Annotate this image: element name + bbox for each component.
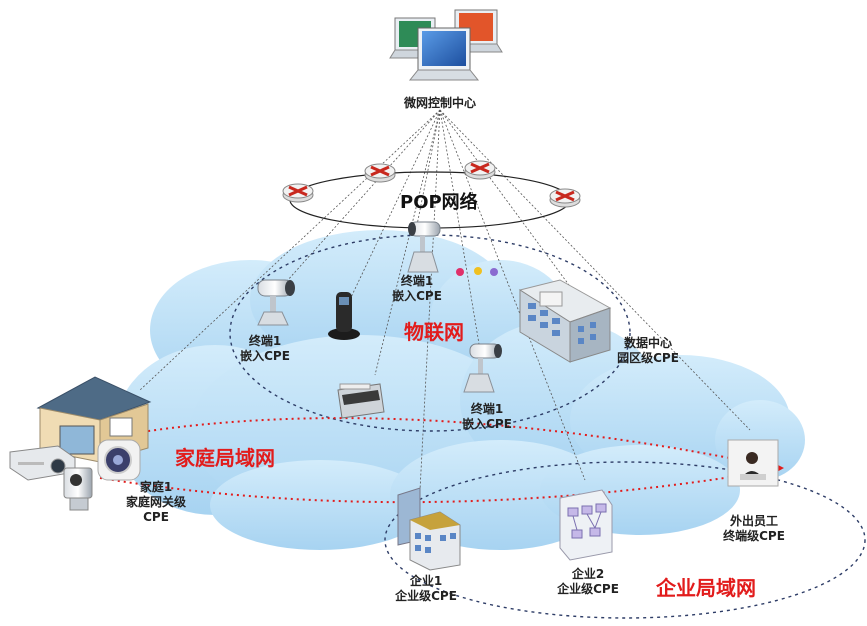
control-center-label: 微网控制中心 xyxy=(403,96,476,110)
router-icon-1 xyxy=(282,183,314,203)
router-icon-2 xyxy=(364,163,396,183)
enterprise2-network-icon xyxy=(559,489,613,561)
camera-icon-left xyxy=(257,279,295,326)
computer-monitor-icon xyxy=(389,9,503,81)
terminal-top-label: 终端1 嵌入CPE xyxy=(392,274,442,303)
cloud xyxy=(115,230,805,550)
printer-icon xyxy=(337,383,385,419)
enterprise2-label: 企业2 企业级CPE xyxy=(557,567,619,596)
iot-network-label: 物联网 xyxy=(404,320,464,344)
camera-icon-top xyxy=(407,221,441,273)
enterprise1-building-icon xyxy=(397,487,461,571)
control-links xyxy=(139,109,751,491)
datacenter-building-icon xyxy=(518,279,612,363)
home-label: 家庭1 家庭网关级 CPE xyxy=(125,480,186,524)
remote-staff-label: 外出员工 终端级CPE xyxy=(723,514,785,543)
home-lan-label: 家庭局域网 xyxy=(175,446,275,470)
remote-staff-icon xyxy=(727,439,779,487)
router-icon-4 xyxy=(549,188,581,208)
webcam-icon xyxy=(97,439,141,481)
camera-icon-right xyxy=(463,343,502,393)
terminal-left-label: 终端1 嵌入CPE xyxy=(240,334,290,363)
pop-network-label: POP网络 xyxy=(400,192,478,213)
enterprise-lan-label: 企业局域网 xyxy=(656,576,756,600)
enterprise-loop xyxy=(384,461,866,619)
status-dots xyxy=(456,267,498,276)
home-links xyxy=(94,417,781,504)
phone-icon xyxy=(328,292,360,340)
terminal-right-label: 终端1 嵌入CPE xyxy=(462,402,512,431)
cctv-camera-icon xyxy=(63,467,93,511)
router-icon-3 xyxy=(464,160,496,180)
enterprise1-label: 企业1 企业级CPE xyxy=(395,574,457,603)
datacenter-label: 数据中心 园区级CPE xyxy=(617,336,679,365)
